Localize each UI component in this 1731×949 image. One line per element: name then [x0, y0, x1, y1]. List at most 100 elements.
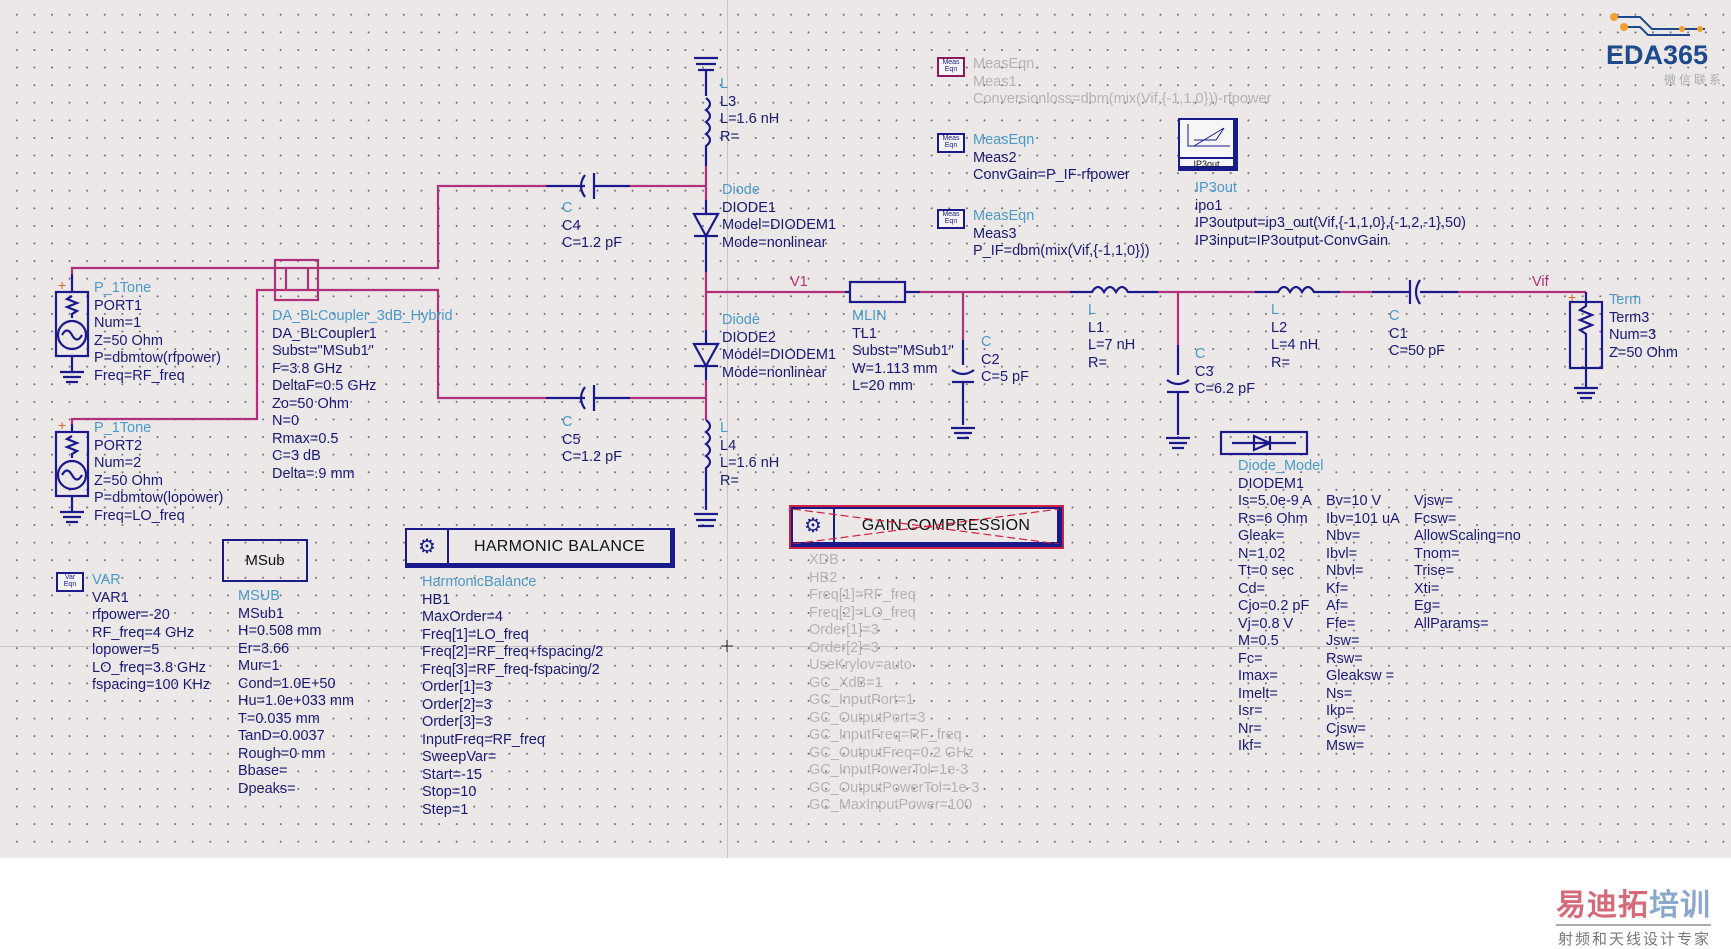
parameter-line: Order[3]=3 — [422, 714, 492, 730]
harmonic-balance-box[interactable]: ⚙ HARMONIC BALANCE — [405, 528, 675, 568]
wire-coupler-c4 — [340, 184, 546, 270]
parameter-line: Num=3 — [1609, 327, 1657, 343]
diode1-symbol — [692, 200, 720, 272]
parameter-line: Z=50 Ohm — [94, 332, 163, 349]
parameter-line: Model=DIODEM1 — [722, 217, 837, 233]
meas3-eqn-icon[interactable]: Meas Eqn — [937, 209, 965, 229]
parameter-line: Vj=0.8 V — [1238, 615, 1294, 632]
parameter-line: Dpeaks= — [238, 780, 296, 797]
parameter-line: Cond=1.0E+50 — [238, 675, 336, 692]
brand-watermark: 易迪拓培训 射频和天线设计专家 — [1556, 889, 1711, 948]
parameter-line: C=5 pF — [981, 369, 1029, 385]
parameter-line: LO_freq=3.8 GHz — [92, 659, 207, 676]
parameter-line: Nbvl= — [1326, 563, 1364, 579]
parameter-line: Start=-15 — [422, 766, 483, 783]
parameter-line: Ibv=101 uA — [1326, 510, 1400, 527]
port2-source — [54, 424, 90, 524]
parameter-line: PORT1 — [94, 297, 143, 314]
parameter-line: ConvGain=P_IF-rfpower — [973, 167, 1130, 183]
ip3out-box[interactable]: IP3out — [1178, 118, 1238, 171]
meas2-eqn-icon[interactable]: Meas Eqn — [937, 133, 965, 153]
parameter-line: Fc= — [1238, 650, 1263, 667]
parameter-line: Conversionloss=dbm(mix(Vif,{-1,1,0}))-rf… — [973, 91, 1272, 107]
parameter-line: C2 — [981, 351, 1000, 368]
parameter-line: M=0.5 — [1238, 633, 1279, 649]
parameter-line: fspacing=100 KHz — [92, 677, 211, 693]
parameter-line: DA_BLCoupler1 — [272, 325, 377, 342]
parameter-line: R= — [720, 128, 739, 145]
capacitor-c5 — [546, 385, 630, 411]
parameter-line: Is=5.0e-9 A — [1238, 493, 1312, 509]
crosshair-vertical — [727, 0, 728, 858]
parameter-line: C=3 dB — [272, 448, 321, 464]
parameter-line: Stop=10 — [422, 784, 477, 800]
parameter-line: Meas1 — [973, 73, 1017, 90]
msub-box[interactable]: MSub — [222, 539, 308, 582]
gain-compression-box[interactable]: ⚙ GAIN COMPRESSION — [789, 505, 1064, 549]
svg-text:+: + — [58, 277, 66, 293]
port1-source — [54, 274, 90, 384]
parameter-line: IP3output=ip3_out(Vif,{-1,1,0},{-1,2,-1}… — [1195, 215, 1467, 231]
parameter-line: L=1.6 nH — [720, 455, 780, 471]
capacitor-c3 — [1166, 345, 1190, 450]
parameter-line: H=0.508 mm — [238, 623, 322, 639]
circuit-trace-icon — [1610, 13, 1705, 36]
eda365-logo: EDA365 微信联系 — [1600, 5, 1725, 87]
diode-model-symbol — [1219, 430, 1309, 456]
parameter-line: Delta=.9 mm — [272, 465, 355, 482]
parameter-line: Subst="MSub1" — [272, 343, 374, 359]
parameter-line: C=6.2 pF — [1195, 381, 1256, 397]
parameter-line: L4 — [720, 437, 737, 454]
parameter-line: HB1 — [422, 591, 451, 608]
capacitor-c1 — [1372, 279, 1458, 305]
parameter-line: Fcsw= — [1414, 510, 1457, 527]
parameter-line: Mode=nonlinear — [722, 234, 827, 251]
parameter-line: Freq[2]=RF_freq+fspacing/2 — [422, 644, 604, 660]
ip3-graph-icon — [1187, 124, 1230, 147]
parameter-line: TanD=0.0037 — [238, 728, 325, 744]
parameter-line: IP3input=IP3output-ConvGain — [1195, 232, 1389, 249]
meas1-eqn-icon[interactable]: Meas Eqn — [937, 57, 965, 77]
parameter-line: DeltaF=0.5 GHz — [272, 378, 377, 394]
parameter-line: Rmax=0.5 — [272, 430, 339, 447]
var-eqn-icon[interactable]: Var Eqn — [56, 572, 84, 592]
schematic-drawing: +++ — [54, 56, 1604, 652]
wire-port1 — [70, 266, 270, 274]
parameter-line: L=7 nH — [1088, 337, 1136, 353]
parameter-line: Mur=1 — [238, 658, 280, 674]
parameter-line: Z=50 Ohm — [94, 472, 163, 489]
parameter-line: Z=50 Ohm — [1609, 344, 1678, 361]
parameter-line: Msw= — [1326, 738, 1365, 754]
svg-text:+: + — [58, 417, 66, 433]
wire-v1 — [704, 166, 845, 330]
parameter-line: Cd= — [1238, 580, 1266, 597]
parameter-line: Meas3 — [973, 225, 1017, 242]
parameter-line: Model=DIODEM1 — [722, 347, 837, 363]
